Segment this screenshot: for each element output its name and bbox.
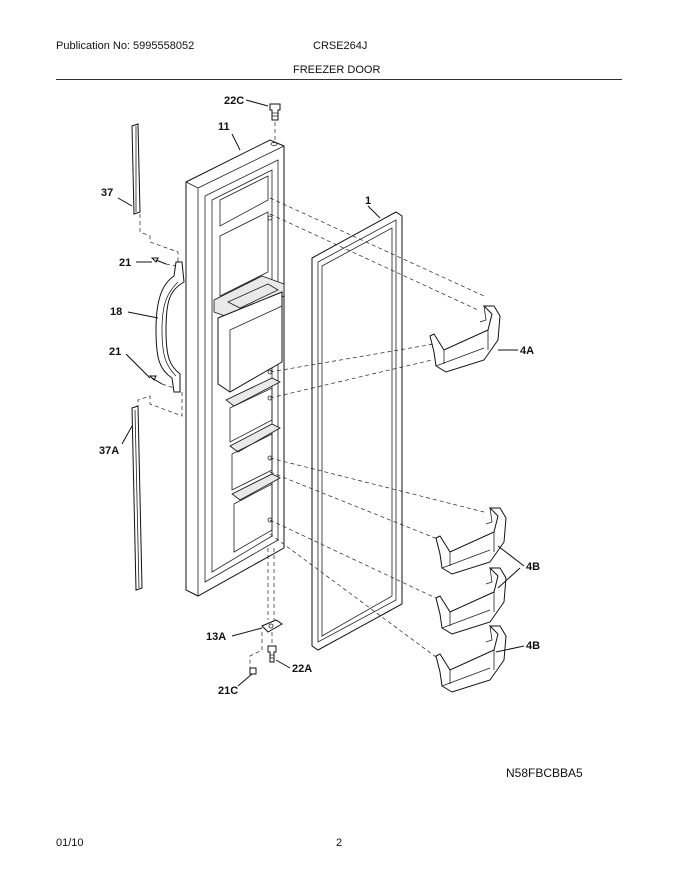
door-bin-part-4B-middle[interactable] xyxy=(435,567,507,635)
callout-37A: 37A xyxy=(99,445,119,457)
hinge-bracket-part-13A[interactable] xyxy=(261,619,283,633)
door-liner-part-11[interactable] xyxy=(185,139,285,597)
callout-37: 37 xyxy=(101,187,113,199)
drawing-code: N58FBCBBA5 xyxy=(506,766,583,780)
callout-21-top: 21 xyxy=(119,257,131,269)
handle-trim-top-part-37[interactable] xyxy=(131,123,141,215)
footer-date: 01/10 xyxy=(56,837,84,849)
callout-13A: 13A xyxy=(206,631,226,643)
hinge-pin-part-22A[interactable] xyxy=(267,645,277,663)
hinge-cap-part-22C[interactable] xyxy=(269,103,281,121)
handle-screw-bottom-part-21[interactable] xyxy=(148,375,163,385)
callout-22A: 22A xyxy=(292,663,312,675)
door-handle-part-18[interactable] xyxy=(155,261,185,393)
door-bin-part-4A[interactable] xyxy=(429,305,501,373)
door-bin-part-4B-upper[interactable] xyxy=(435,507,507,575)
publication-number: Publication No: 5995558052 xyxy=(56,40,195,52)
page-number: 2 xyxy=(336,837,343,849)
callout-21C: 21C xyxy=(218,685,238,697)
callout-18: 18 xyxy=(110,306,122,318)
callout-4B-top: 4B xyxy=(526,561,540,573)
door-gasket-part-1[interactable] xyxy=(311,211,403,651)
door-bin-part-4B-lower[interactable] xyxy=(435,625,507,693)
header-rule xyxy=(56,79,622,80)
callout-1: 1 xyxy=(365,195,371,207)
callout-4A: 4A xyxy=(520,345,534,357)
callout-11: 11 xyxy=(218,121,230,133)
callout-4B-bottom: 4B xyxy=(526,640,540,652)
callout-21-bottom: 21 xyxy=(109,346,121,358)
callout-22C: 22C xyxy=(224,95,244,107)
handle-screw-top-part-21[interactable] xyxy=(150,257,167,265)
handle-trim-bottom-part-37A[interactable] xyxy=(131,405,143,591)
model-number: CRSE264J xyxy=(313,40,368,52)
hinge-screw-part-21C[interactable] xyxy=(249,667,257,675)
section-title: FREEZER DOOR xyxy=(293,64,381,76)
